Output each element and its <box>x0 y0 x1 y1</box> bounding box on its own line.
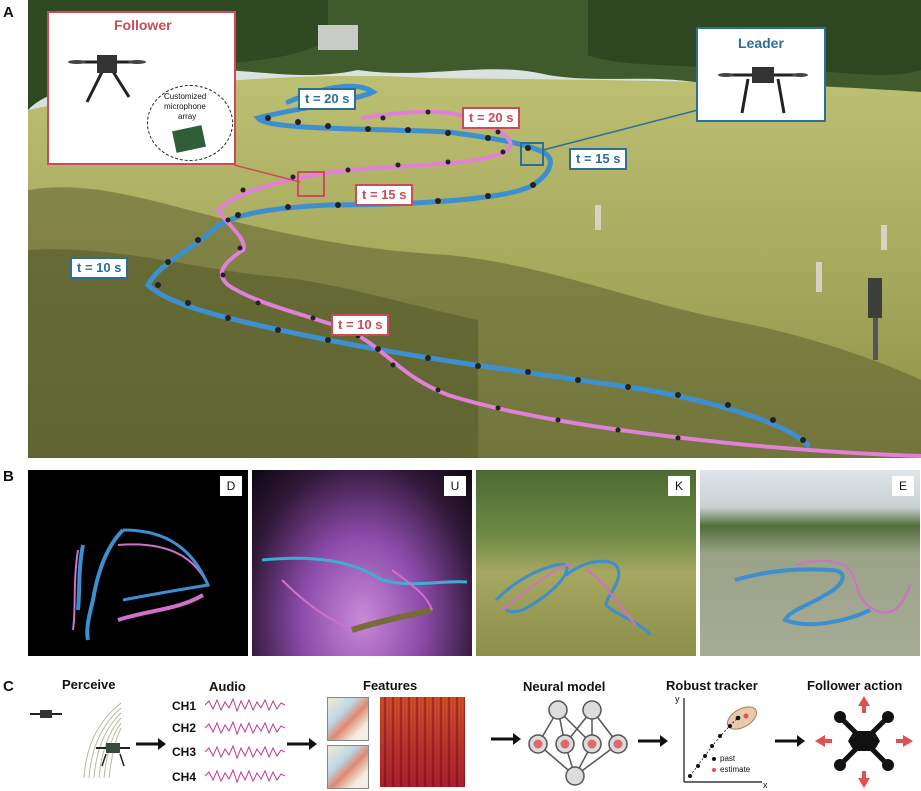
waveform-ch2 <box>205 720 285 736</box>
leader-time-15s: t = 15 s <box>569 148 628 170</box>
panel-c-letter: C <box>3 678 14 695</box>
panel-b-letter: B <box>3 468 14 485</box>
leader-connector <box>542 109 699 151</box>
thumbnail-e-trajectories <box>734 559 911 627</box>
feature-map-1 <box>327 697 369 741</box>
channel-label-4: CH4 <box>172 770 197 784</box>
leader-time-10s: t = 10 s <box>70 257 129 279</box>
follower-drone-icon <box>68 55 146 103</box>
tracker-past-points <box>688 715 741 778</box>
follower-drone-small-icon <box>96 743 130 767</box>
legend-past-marker <box>712 757 716 761</box>
follower-time-15s: t = 15 s <box>355 184 414 206</box>
channel-label-2: CH2 <box>172 721 197 735</box>
arrow-3 <box>491 733 521 745</box>
mic-board <box>172 125 206 153</box>
thumbnail-d: D <box>28 470 248 656</box>
post <box>881 225 887 250</box>
post <box>816 262 822 292</box>
audio-waveforms <box>205 697 285 784</box>
thumbnail-u-trajectories <box>261 556 468 633</box>
thumbnail-k: K <box>476 470 696 656</box>
thumbnail-d-trajectories <box>72 528 211 641</box>
arrow-4 <box>638 735 668 747</box>
step-tracker-title: Robust tracker <box>666 678 758 693</box>
follower-connector <box>233 164 301 183</box>
speaker-post-pole <box>873 318 878 360</box>
mic-label-line2: microphone <box>164 102 206 111</box>
speaker-post <box>868 278 882 318</box>
tracker-legend-past: past <box>720 754 736 763</box>
leader-drone-small-icon <box>30 710 62 718</box>
legend-estimate-marker <box>712 768 716 772</box>
step-perceive-title: Perceive <box>62 677 116 692</box>
waveform-ch3 <box>205 744 285 760</box>
step-audio-title: Audio <box>209 679 246 694</box>
follower-trajectory <box>215 109 921 458</box>
feature-map-2 <box>327 745 369 789</box>
waveform-ch1 <box>205 697 285 713</box>
step-features-title: Features <box>363 678 418 693</box>
thumbnail-e: E <box>700 470 920 656</box>
thumbnail-u-label: U <box>444 476 466 496</box>
leader-time-20s: t = 20 s <box>298 88 357 110</box>
perceive-illustration <box>30 702 130 779</box>
mic-label-line1: Customized <box>164 92 207 101</box>
arrow-1 <box>136 738 166 750</box>
leader-trajectory <box>144 83 811 448</box>
spectrogram <box>380 697 465 787</box>
waveform-ch4 <box>205 768 285 784</box>
step-action-title: Follower action <box>807 678 903 693</box>
direction-arrows <box>815 696 913 788</box>
follower-inset: Follower Customized microphone array <box>47 11 236 165</box>
channel-label-1: CH1 <box>172 699 197 713</box>
leader-drone-icon <box>718 67 808 114</box>
follower-inset-title: Follower <box>114 17 172 33</box>
thumbnail-k-trajectories <box>494 559 653 637</box>
sound-wave-arcs <box>83 702 122 779</box>
leader-inset: Leader <box>696 27 826 122</box>
arrow-2 <box>287 738 317 750</box>
tracker-legend-estimate: estimate <box>720 765 751 774</box>
thumbnail-k-label: K <box>668 476 690 496</box>
follower-time-10s: t = 10 s <box>331 314 390 336</box>
tracker-plot <box>683 698 762 783</box>
follower-action-diagram <box>815 696 913 788</box>
thumbnail-e-label: E <box>892 476 914 496</box>
arrow-5 <box>775 735 805 747</box>
tracker-y-axis-label: y <box>675 694 680 704</box>
follower-highlight-box <box>297 171 325 197</box>
tracker-estimate-point <box>743 713 749 719</box>
channel-label-3: CH3 <box>172 745 197 759</box>
follower-time-20s: t = 20 s <box>462 107 521 129</box>
post <box>595 205 601 230</box>
leader-inset-title: Leader <box>738 35 784 51</box>
step-neural-title: Neural model <box>523 679 606 694</box>
panel-a-letter: A <box>3 4 14 21</box>
microphone-array-circle: Customized microphone array <box>147 85 233 161</box>
thumbnail-u: U <box>252 470 472 656</box>
tracker-x-axis-label: x <box>763 780 768 790</box>
shed <box>318 25 358 50</box>
thumbnail-d-label: D <box>220 476 242 496</box>
neural-network-diagram <box>528 700 628 786</box>
mic-label-line3: array <box>178 112 197 121</box>
leader-highlight-box <box>520 142 544 166</box>
